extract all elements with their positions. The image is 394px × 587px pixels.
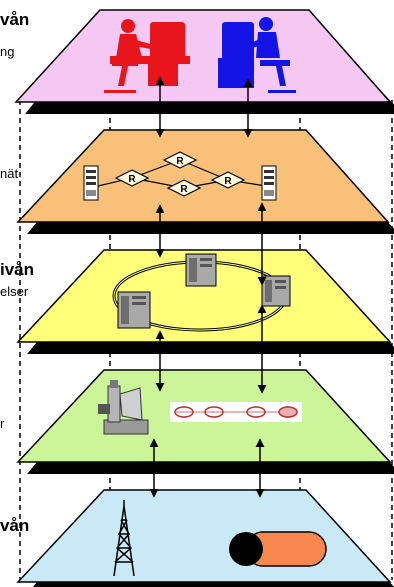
layer-application-plane [14,9,392,103]
svg-text:R: R [224,176,232,187]
layer-network-plane [16,129,390,223]
layer-physical [16,489,394,587]
layer-physical-plane [16,489,392,583]
router-icon: R [210,171,246,189]
router-icon: R [162,151,198,169]
svg-text:R: R [180,184,188,195]
cable-strip-icon [170,402,302,422]
layer-link [16,249,394,354]
layer-network: R R R R [16,129,394,234]
fiber-cable-icon [229,531,327,567]
transmission-equipment-icon [98,380,149,435]
user-at-computer-red-icon [104,19,190,93]
layer-link-title: ivån [0,260,35,279]
layer-application-subtitle: ng [0,44,15,59]
layer-application [14,9,394,114]
router-icon: R [166,179,202,197]
radio-tower-icon [113,500,135,577]
router-icons: R R R R [114,151,246,197]
host-computer-icon [117,291,151,329]
layer-link-subtitle: elser [0,284,29,299]
layer-application-title: vån [0,10,30,29]
server-tower-icon [261,165,277,201]
server-tower-icon [83,165,99,201]
layer-network-subtitle: nät [0,166,19,181]
host-computer-icon [185,253,217,287]
svg-text:R: R [176,156,184,167]
svg-text:R: R [128,174,136,185]
layer-link-plane [16,249,392,343]
layer-physical-title: vån [0,516,30,535]
layer-physical-media-subtitle: r [0,416,5,431]
layer-physical-media [16,369,394,474]
interlayer-arrows [149,76,267,498]
router-icon: R [114,169,150,187]
host-computer-icon [261,275,291,307]
